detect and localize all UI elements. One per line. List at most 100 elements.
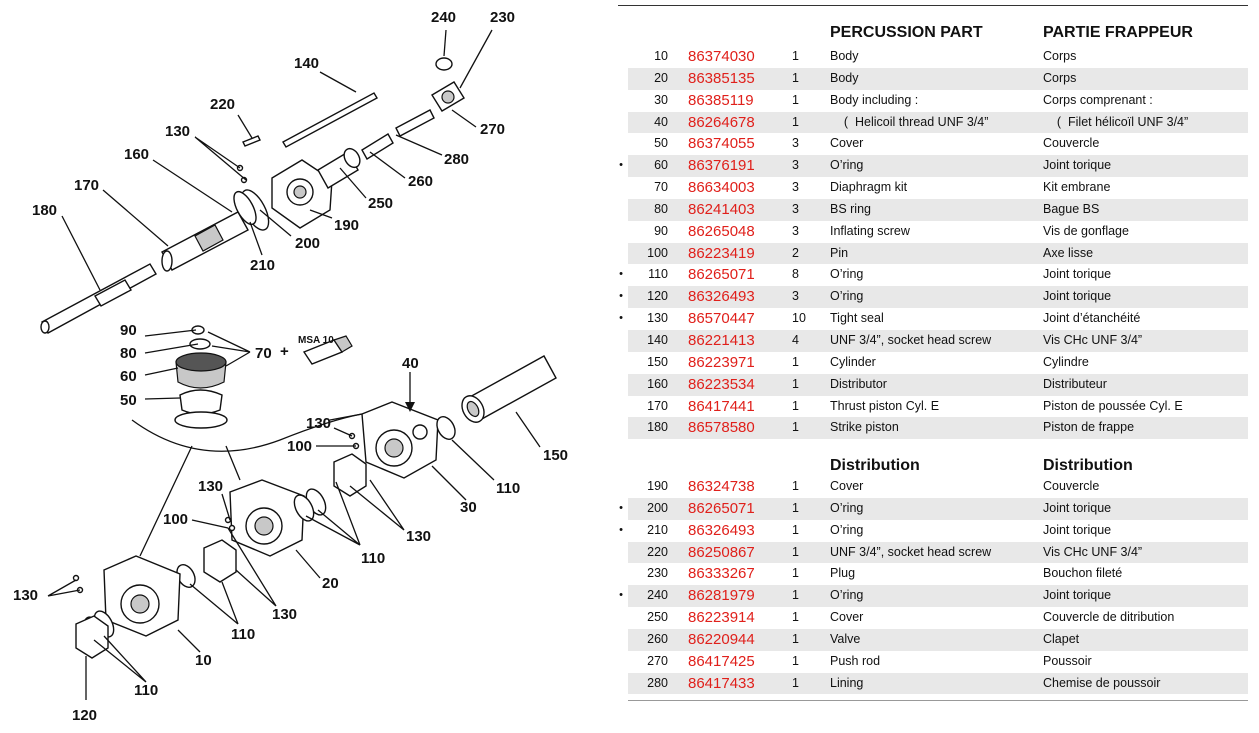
part-reference: 86374055 xyxy=(688,135,755,153)
description-fr: Corps xyxy=(1043,70,1077,85)
quantity: 3 xyxy=(792,289,799,304)
callout-130-right: 130 xyxy=(306,415,331,432)
callout-100-mid: 100 xyxy=(163,511,188,528)
long-screw-140 xyxy=(282,92,378,148)
description-en: BS ring xyxy=(830,201,871,216)
callout-70: 70 xyxy=(255,345,272,362)
valve-260 xyxy=(361,133,394,160)
distribution-cover-190 xyxy=(271,159,333,229)
description-fr: Bouchon fileté xyxy=(1043,566,1123,581)
spare-part-bullet: • xyxy=(619,159,623,172)
oring-240 xyxy=(435,57,453,71)
callout-50: 50 xyxy=(120,392,137,409)
callout-190: 190 xyxy=(334,217,359,234)
description-en: Inflating screw xyxy=(830,223,910,238)
quantity: 1 xyxy=(792,92,799,107)
description-en: Pin xyxy=(830,245,849,260)
callout-90: 90 xyxy=(120,322,137,339)
item-number: 280 xyxy=(647,675,668,690)
description-fr: Vis CHc UNF 3/4” xyxy=(1043,544,1143,559)
part-reference: 86220944 xyxy=(688,630,755,648)
distribution-title-fr: Distribution xyxy=(1043,457,1133,474)
hex-seal-130-a xyxy=(333,453,367,497)
callout-270: 270 xyxy=(480,121,505,138)
description-en: Cover xyxy=(830,479,864,493)
description-en: Body xyxy=(830,49,859,63)
part-reference: 86417425 xyxy=(688,652,755,670)
quantity: 10 xyxy=(792,311,806,326)
description-fr: Piston de frappe xyxy=(1043,420,1135,435)
callout-130-upper: 130 xyxy=(165,123,190,140)
callout-220: 220 xyxy=(210,96,235,113)
description-fr: Chemise de poussoir xyxy=(1043,675,1161,690)
callout-260: 260 xyxy=(408,173,433,190)
item-number: 220 xyxy=(647,544,668,559)
part-reference: 86333267 xyxy=(688,565,755,583)
quantity: 1 xyxy=(792,70,799,85)
part-reference: 86223534 xyxy=(688,375,755,393)
item-number: 170 xyxy=(647,398,668,413)
description-en: Strike piston xyxy=(830,420,899,435)
description-en: Push rod xyxy=(830,653,881,668)
part-reference: 86223914 xyxy=(688,609,755,627)
callout-10: 10 xyxy=(195,652,212,669)
description-fr: Clapet xyxy=(1043,631,1080,646)
description-en: UNF 3/4”, socket head screw xyxy=(830,544,992,559)
item-number: 60 xyxy=(654,158,668,173)
quantity: 3 xyxy=(792,223,799,238)
quantity: 1 xyxy=(792,588,799,603)
item-number: 130 xyxy=(647,311,668,326)
callout-230: 230 xyxy=(490,9,515,26)
quantity: 4 xyxy=(792,332,799,347)
item-number: 120 xyxy=(647,289,668,304)
spare-part-bullet: • xyxy=(619,290,623,303)
description-en: O’ring xyxy=(830,588,864,603)
item-number: 150 xyxy=(647,354,668,369)
description-en: Thrust piston Cyl. E xyxy=(830,398,940,413)
callout-130-mid-right: 130 xyxy=(406,528,431,545)
callout-30: 30 xyxy=(460,499,477,516)
part-reference: 86385119 xyxy=(688,91,754,109)
spare-part-bullet: • xyxy=(619,312,623,325)
quantity: 1 xyxy=(792,479,799,493)
part-reference: 86265048 xyxy=(688,222,755,240)
part-reference: 86570447 xyxy=(688,310,755,328)
quantity: 1 xyxy=(792,675,799,690)
hex-seal-130-b xyxy=(203,539,237,583)
spare-part-bullet: • xyxy=(619,523,623,536)
description-fr: Distributeur xyxy=(1043,376,1107,391)
item-number: 30 xyxy=(654,92,668,107)
description-fr: Couvercle xyxy=(1043,136,1100,151)
part-reference: 86264678 xyxy=(688,113,755,131)
description-en: O’ring xyxy=(830,289,864,304)
description-en: Body xyxy=(830,70,859,85)
part-reference: 86250867 xyxy=(688,543,755,561)
distribution-cover-250 xyxy=(317,147,361,189)
callout-130-lower-mid: 130 xyxy=(272,606,297,623)
description-fr: Corps comprenant : xyxy=(1043,92,1153,107)
description-en: O’ring xyxy=(830,522,864,537)
item-number: 50 xyxy=(654,136,668,151)
quantity: 1 xyxy=(792,49,799,63)
part-reference: 86265071 xyxy=(688,499,755,517)
part-reference: 86417441 xyxy=(688,397,755,415)
part-reference: 86223971 xyxy=(688,353,755,371)
description-en: Cover xyxy=(830,610,864,625)
description-fr: Kit embrane xyxy=(1043,180,1111,195)
callout-130-mid: 130 xyxy=(198,478,223,495)
description-fr: Joint torique xyxy=(1043,522,1112,537)
item-number: 180 xyxy=(647,420,668,435)
part-reference: 86326493 xyxy=(688,521,755,539)
